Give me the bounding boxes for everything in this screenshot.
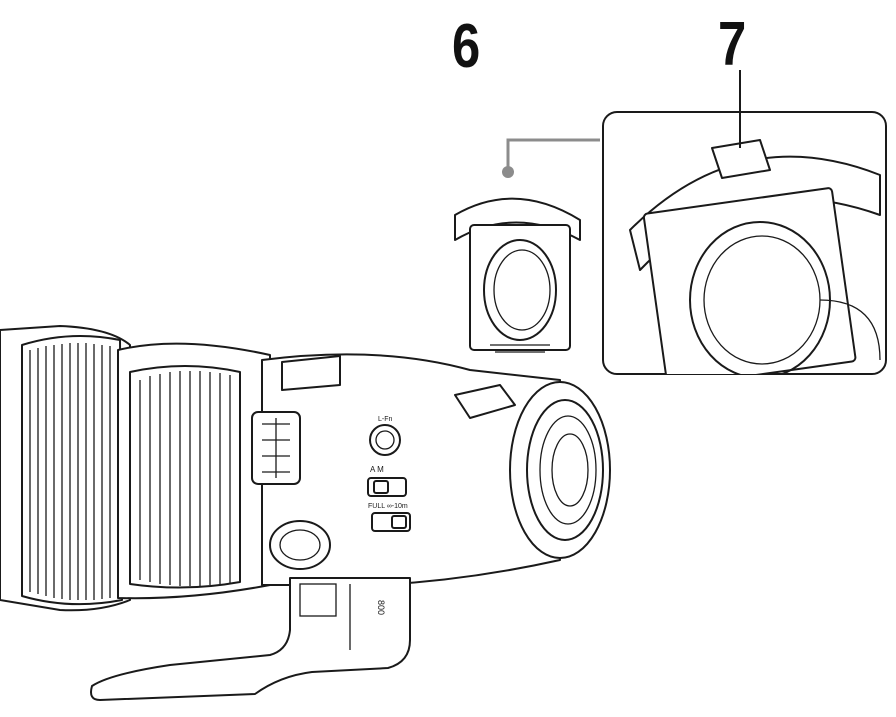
- focus-ring-ridges: [29, 343, 111, 600]
- leader-dot-6: [502, 166, 514, 178]
- callout-number-7: 7: [718, 10, 747, 79]
- af-m-switch-label: A M: [370, 465, 384, 474]
- tripod-foot: [90, 577, 411, 701]
- callout-number-6: 6: [452, 12, 481, 81]
- leader-line-6: [506, 138, 600, 170]
- lfn-button-label: L-Fn: [378, 416, 393, 423]
- focus-range-switch-label: FULL ∞-10m: [368, 503, 408, 510]
- focal-length-engraving: 800: [376, 600, 386, 615]
- control-ring-ridges: [139, 371, 231, 586]
- filter-holder: [454, 197, 581, 353]
- lens-barrel: [0, 325, 611, 612]
- inset-detail: [602, 111, 887, 375]
